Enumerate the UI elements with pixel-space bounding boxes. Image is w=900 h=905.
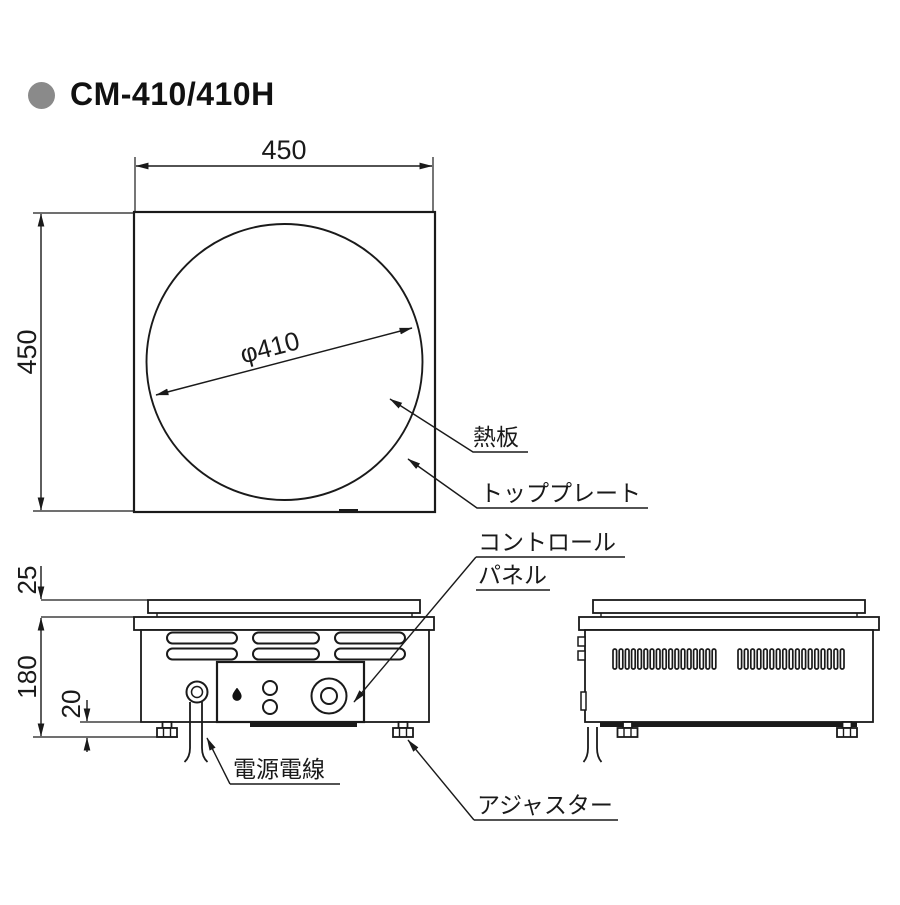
heat-plate-circle <box>145 223 424 501</box>
top-view-width-dim: 450 <box>261 135 306 165</box>
front-vents <box>166 631 406 661</box>
front-flange <box>133 616 435 631</box>
side-view <box>577 599 880 763</box>
top-plate-label: トッププレート <box>480 480 641 506</box>
control-panel-label-line2: パネル <box>478 562 547 588</box>
heat-plate-leader <box>389 398 528 453</box>
top-plate-leader <box>407 458 648 509</box>
top-view: 450 450 φ410 熱板 トッププレート <box>12 135 648 514</box>
side-vents <box>612 648 845 670</box>
top-plate-height-dim: 25 <box>12 566 42 595</box>
switch-button[interactable] <box>262 680 278 696</box>
side-body <box>584 629 874 723</box>
heat-plate-label: 熱板 <box>473 424 519 450</box>
side-top-plate <box>592 599 866 614</box>
foot-height-dim: 20 <box>56 690 86 719</box>
top-view-height-dim: 450 <box>12 329 42 374</box>
control-panel-label-line1: コントロール <box>478 529 616 555</box>
adjuster-foot <box>392 721 414 738</box>
pilot-lamp-icon <box>232 687 242 701</box>
cord-grommet-inner <box>190 685 204 699</box>
front-view: 25 180 20 コントロール パネル 電源電線 アジャスター <box>12 529 625 821</box>
front-top-plate <box>147 599 421 614</box>
model-title: CM-410/410H <box>70 76 275 112</box>
side-power-cord <box>582 727 603 763</box>
rear-tabs <box>577 636 587 711</box>
switch-button[interactable] <box>262 699 278 715</box>
diameter-line <box>155 327 413 396</box>
power-cord <box>183 702 209 763</box>
control-panel-leader <box>353 556 477 703</box>
power-cord-leader <box>206 737 231 785</box>
adjuster-leader <box>407 739 475 821</box>
model-bullet-icon <box>28 82 55 109</box>
adjuster-foot <box>156 721 178 738</box>
title-row: CM-410/410H <box>28 76 275 113</box>
body-height-dim: 180 <box>12 655 42 698</box>
adjuster-label: アジャスター <box>477 792 613 818</box>
power-cord-label: 電源電線 <box>233 756 325 782</box>
thermostat-knob-center <box>320 687 338 705</box>
side-flange <box>578 616 880 631</box>
